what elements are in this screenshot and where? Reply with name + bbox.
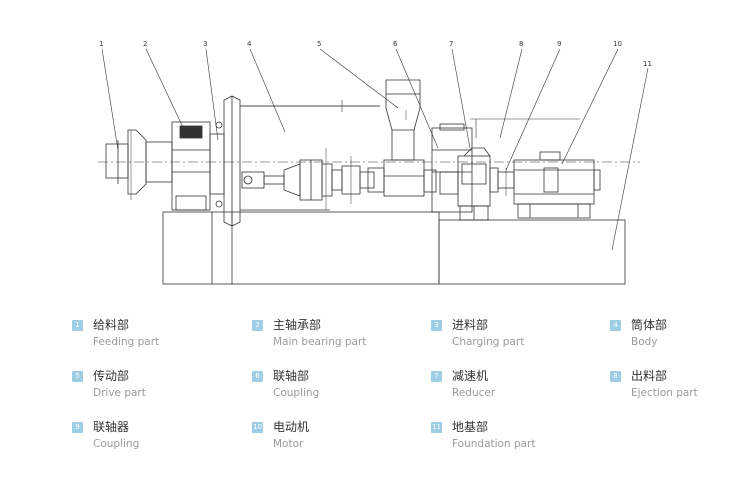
motor bbox=[513, 151, 601, 219]
body-shell bbox=[240, 105, 380, 211]
legend-label-en: Ejection part bbox=[631, 387, 698, 399]
legend-label-en: Main bearing part bbox=[273, 336, 367, 348]
legend-label-zh: 联轴部 bbox=[273, 369, 310, 383]
legend-item-feeding-part: 1 给料部 Feeding part bbox=[72, 318, 159, 349]
callout-6: 6 bbox=[393, 40, 398, 48]
legend-label-zh: 出料部 bbox=[631, 369, 668, 383]
callout-11: 11 bbox=[643, 60, 652, 68]
callout-numbers: 1 2 3 4 5 6 7 8 9 10 11 bbox=[99, 40, 652, 68]
legend-label-zh: 进料部 bbox=[452, 318, 489, 332]
legend-label-en: Coupling bbox=[93, 438, 140, 450]
legend-label-zh: 地基部 bbox=[452, 420, 489, 434]
legend-label-zh: 筒体部 bbox=[631, 318, 668, 332]
legend-label-en: Charging part bbox=[452, 336, 525, 348]
ejection-hopper bbox=[383, 79, 437, 197]
legend-item-coupling-6: 6 联轴部 Coupling bbox=[252, 369, 319, 400]
callout-7: 7 bbox=[449, 40, 453, 48]
legend-label-zh: 减速机 bbox=[452, 369, 489, 383]
legend-label-zh: 主轴承部 bbox=[273, 318, 322, 332]
legend-badge: 4 bbox=[610, 320, 621, 331]
legend-badge: 5 bbox=[72, 371, 83, 382]
legend-label-en: Foundation part bbox=[452, 438, 536, 450]
mill-assembly-drawing: 1 2 3 4 5 6 7 8 9 10 11 bbox=[98, 40, 652, 285]
callout-9: 9 bbox=[557, 40, 561, 48]
legend-badge: 6 bbox=[252, 371, 263, 382]
legend-label-en: Body bbox=[631, 336, 658, 348]
foundation bbox=[162, 211, 626, 285]
legend-label-en: Coupling bbox=[273, 387, 320, 399]
callout-1: 1 bbox=[99, 40, 103, 48]
legend-label-en: Reducer bbox=[452, 387, 496, 399]
legend-badge: 9 bbox=[72, 422, 83, 433]
leader-lines bbox=[101, 48, 649, 251]
legend-label-zh: 给料部 bbox=[93, 318, 130, 332]
legend-label-en: Drive part bbox=[93, 387, 146, 399]
legend-badge: 10 bbox=[252, 422, 263, 433]
legend-badge: 2 bbox=[252, 320, 263, 331]
main-bearing-part bbox=[171, 121, 211, 211]
legend-item-body: 4 筒体部 Body bbox=[610, 318, 667, 349]
callout-2: 2 bbox=[143, 40, 147, 48]
coupling-shaft bbox=[263, 148, 385, 210]
callout-3: 3 bbox=[203, 40, 207, 48]
callout-4: 4 bbox=[247, 40, 252, 48]
legend-item-drive-part: 5 传动部 Drive part bbox=[72, 369, 146, 400]
legend-item-motor: 10 电动机 Motor bbox=[252, 420, 309, 451]
legend-badge: 7 bbox=[431, 371, 442, 382]
legend-badge: 8 bbox=[610, 371, 621, 382]
callout-5: 5 bbox=[317, 40, 321, 48]
legend-label-en: Feeding part bbox=[93, 336, 160, 348]
legend-item-main-bearing-part: 2 主轴承部 Main bearing part bbox=[252, 318, 366, 349]
callout-8: 8 bbox=[519, 40, 523, 48]
callout-10: 10 bbox=[613, 40, 622, 48]
legend-badge: 11 bbox=[431, 422, 442, 433]
legend-item-ejection-part: 8 出料部 Ejection part bbox=[610, 369, 698, 400]
legend-badge: 3 bbox=[431, 320, 442, 331]
legend-item-reducer: 7 减速机 Reducer bbox=[431, 369, 495, 400]
legend-label-zh: 联轴器 bbox=[93, 420, 130, 434]
legend-label-zh: 传动部 bbox=[93, 369, 130, 383]
legend-item-coupling-9: 9 联轴器 Coupling bbox=[72, 420, 139, 451]
charging-part bbox=[209, 95, 241, 227]
legend-label-zh: 电动机 bbox=[273, 420, 310, 434]
legend-badge: 1 bbox=[72, 320, 83, 331]
legend-item-foundation-part: 11 地基部 Foundation part bbox=[431, 420, 535, 451]
legend-item-charging-part: 3 进料部 Charging part bbox=[431, 318, 524, 349]
legend-label-en: Motor bbox=[273, 438, 304, 450]
